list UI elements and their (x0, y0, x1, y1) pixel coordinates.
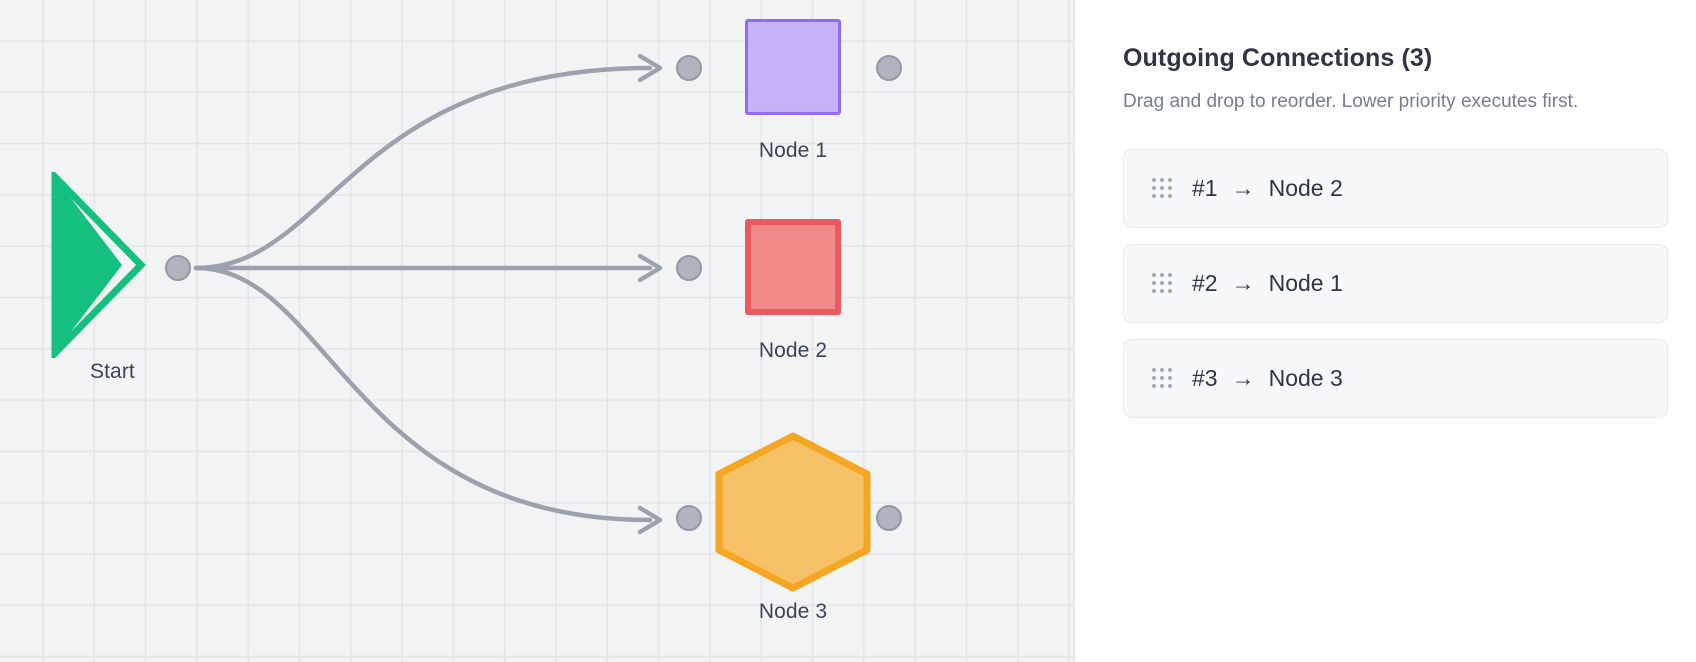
node-1-body (745, 19, 841, 115)
arrow-right-icon: → (1231, 269, 1255, 296)
node-2-body (745, 219, 841, 315)
node-start-label: Start (90, 360, 135, 383)
connection-item-1-target: Node 2 (1268, 174, 1343, 201)
port-start-output[interactable] (165, 255, 191, 281)
connection-item-2-text: #2 → Node 1 (1192, 270, 1343, 297)
port-node-1-input[interactable] (676, 55, 702, 81)
connection-item-2-index: #2 (1192, 269, 1218, 296)
port-node-2-input[interactable] (676, 255, 702, 281)
arrow-right-icon: → (1231, 364, 1255, 391)
port-node-3-output[interactable] (876, 505, 902, 531)
node-1-label: Node 1 (758, 139, 828, 162)
port-node-3-input[interactable] (676, 505, 702, 531)
node-3-label: Node 3 (758, 600, 828, 623)
arrow-right-icon: → (1231, 174, 1255, 201)
node-start[interactable]: Start (50, 172, 146, 383)
drag-handle-icon[interactable] (1152, 178, 1172, 199)
flow-canvas[interactable]: Start Node 1 Node 2 Node 3 (0, 0, 1075, 662)
connection-item-1-index: #1 (1192, 174, 1218, 201)
panel-title: Outgoing Connections (3) (1123, 44, 1433, 72)
connection-item-2[interactable]: #2 → Node 1 (1123, 243, 1668, 323)
connection-item-2-target: Node 1 (1268, 269, 1343, 296)
panel-subtitle: Drag and drop to reorder. Lower priority… (1123, 91, 1579, 112)
arrowhead-node-3 (637, 505, 663, 535)
connections-panel: Outgoing Connections (3) Drag and drop t… (1075, 0, 1696, 662)
connection-item-3[interactable]: #3 → Node 3 (1123, 338, 1668, 418)
connection-item-3-target: Node 3 (1268, 364, 1343, 391)
connection-item-1-text: #1 → Node 2 (1192, 175, 1343, 202)
edge-layer (193, 53, 663, 535)
node-3-hexagon-body (715, 432, 871, 592)
node-node-2[interactable]: Node 2 (733, 207, 853, 362)
edge-start-to-node-3 (193, 265, 653, 523)
connection-item-3-text: #3 → Node 3 (1192, 365, 1343, 392)
start-triangle-fill (53, 175, 122, 355)
node-node-1[interactable]: Node 1 (740, 14, 846, 162)
connections-list: #1 → Node 2 #2 → Node 1 (1123, 148, 1668, 418)
node-2-label: Node 2 (758, 339, 828, 362)
port-node-1-output[interactable] (876, 55, 902, 81)
arrowhead-node-1 (637, 53, 663, 83)
connection-item-3-index: #3 (1192, 364, 1218, 391)
arrowhead-node-2 (637, 253, 663, 283)
edge-start-to-node-1 (193, 65, 653, 271)
connection-item-1[interactable]: #1 → Node 2 (1123, 148, 1668, 228)
drag-handle-icon[interactable] (1152, 273, 1172, 294)
node-node-3[interactable]: Node 3 (713, 432, 873, 623)
drag-handle-icon[interactable] (1152, 368, 1172, 389)
